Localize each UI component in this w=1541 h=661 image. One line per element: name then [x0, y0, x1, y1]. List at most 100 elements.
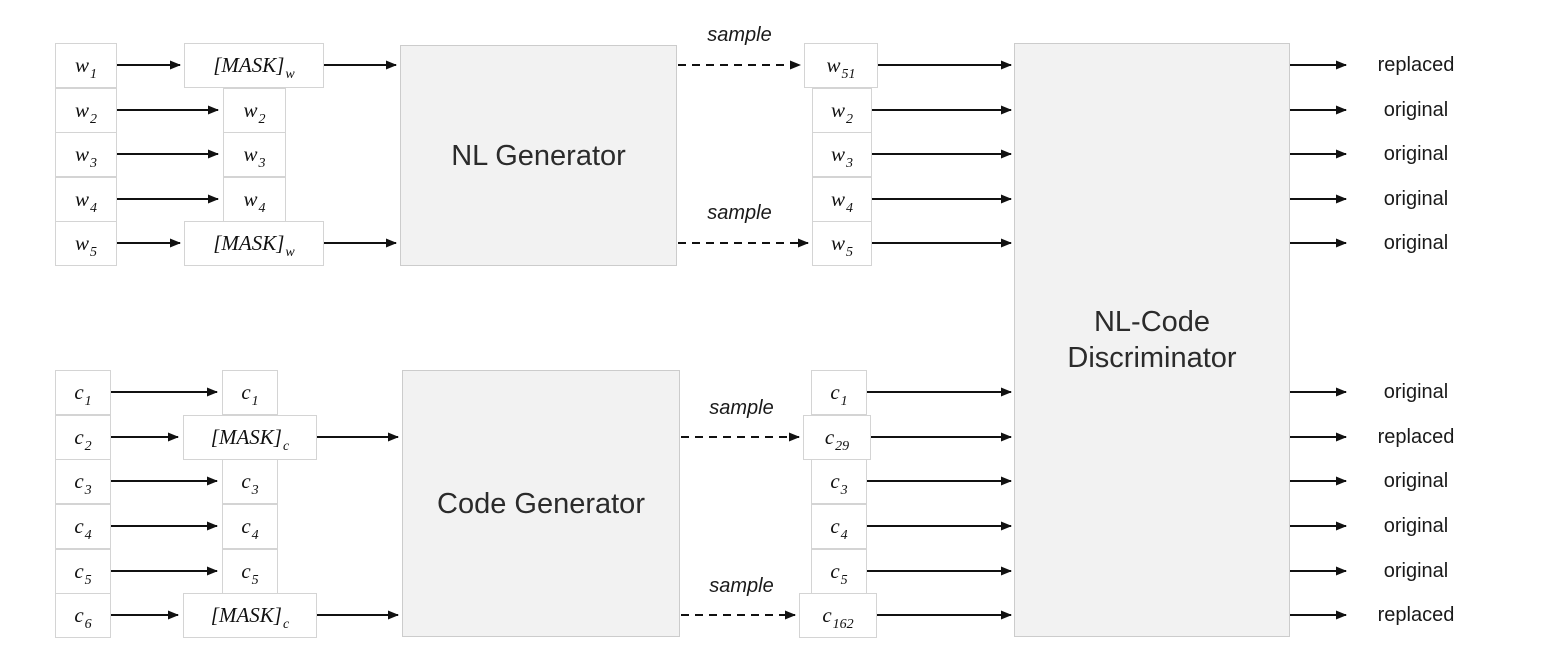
token-subscript: 4 — [90, 201, 97, 216]
token-label: w — [830, 187, 845, 211]
token-subscript: 3 — [840, 483, 848, 498]
token-subscript: 3 — [90, 156, 97, 171]
token-subscript: 4 — [258, 201, 266, 216]
token-label: c — [824, 425, 835, 449]
code-input-c1: c1 — [55, 370, 111, 415]
token-subscript: 2 — [90, 112, 97, 127]
token-subscript: 4 — [84, 528, 92, 543]
token-subscript: 2 — [84, 439, 92, 454]
nl-masked-mask1: [MASK]w — [184, 43, 324, 88]
code-sample-label-top: sample — [709, 397, 774, 419]
token-label: c — [74, 425, 84, 449]
code-sample-label-bottom: sample — [709, 575, 774, 597]
token-subscript: 162 — [832, 617, 854, 632]
code-masked-mask2: [MASK]c — [183, 593, 317, 638]
token-label: w — [74, 187, 89, 211]
token-label: w — [830, 98, 845, 122]
nl-generator-label: NL Generator — [451, 139, 626, 172]
nl-sampled-w2: w2 — [812, 88, 872, 133]
token-label: c — [74, 469, 84, 493]
code-sampled-c29: c29 — [803, 415, 871, 460]
token-subscript: 4 — [251, 528, 259, 543]
code-input-c6: c6 — [55, 593, 111, 638]
token-label: w — [830, 231, 845, 255]
code-sampled-c5: c5 — [811, 549, 867, 594]
token-label: w — [74, 231, 89, 255]
token-label: [MASK] — [213, 231, 285, 255]
token-subscript: 1 — [90, 67, 97, 82]
code-masked-c5: c5 — [222, 549, 278, 594]
nl-input-w1: w1 — [55, 43, 117, 88]
nl-input-w4: w4 — [55, 177, 117, 222]
token-subscript: 5 — [84, 573, 92, 588]
code-masked-c1: c1 — [222, 370, 278, 415]
code-sampled-c1: c1 — [811, 370, 867, 415]
code-output-6: replaced — [1377, 604, 1455, 626]
code-output-4: original — [1383, 515, 1449, 537]
token-subscript: 3 — [84, 483, 92, 498]
code-input-c4: c4 — [55, 504, 111, 549]
token-label: w — [826, 53, 841, 77]
token-label: w — [74, 98, 89, 122]
nl-output-1: replaced — [1377, 54, 1455, 76]
token-subscript: 29 — [835, 439, 850, 454]
token-subscript: 3 — [258, 156, 266, 171]
code-output-3: original — [1383, 470, 1449, 492]
token-label: c — [830, 514, 840, 538]
nl-sample-label-top: sample — [707, 24, 772, 46]
nl-masked-w2: w2 — [223, 88, 286, 133]
discriminator-label-line2: Discriminator — [1067, 342, 1237, 374]
token-subscript: 2 — [846, 112, 853, 127]
nl-sampled-w5: w5 — [812, 221, 872, 266]
code-input-c3: c3 — [55, 459, 111, 504]
token-subscript: 6 — [84, 617, 92, 632]
token-label: w — [243, 187, 258, 211]
code-sampled-c4: c4 — [811, 504, 867, 549]
token-label: c — [822, 603, 832, 627]
code-masked-c3: c3 — [222, 459, 278, 504]
nl-input-w3: w3 — [55, 132, 117, 177]
token-label: w — [830, 142, 845, 166]
code-output-5: original — [1383, 560, 1449, 582]
nl-sampled-w4: w4 — [812, 177, 872, 222]
nl-output-2: original — [1383, 99, 1449, 121]
discriminator-label-line1: NL-Code — [1093, 306, 1211, 338]
token-label: [MASK] — [210, 425, 282, 449]
nl-generator-box: NL Generator — [400, 45, 677, 266]
code-masked-c4: c4 — [222, 504, 278, 549]
token-label: c — [830, 380, 840, 404]
token-subscript: 5 — [90, 245, 97, 260]
token-subscript: 4 — [840, 528, 848, 543]
token-label: c — [74, 380, 84, 404]
discriminator-label: NL-Code Discriminator — [1067, 304, 1236, 376]
token-subscript: w — [285, 67, 295, 82]
code-generator-label: Code Generator — [437, 487, 645, 520]
token-label: w — [243, 98, 258, 122]
token-subscript: 1 — [251, 394, 259, 409]
token-label: w — [243, 142, 258, 166]
token-subscript: 3 — [846, 156, 853, 171]
token-subscript: c — [282, 617, 290, 632]
token-subscript: 1 — [840, 394, 848, 409]
token-label: [MASK] — [210, 603, 282, 627]
nl-output-3: original — [1383, 143, 1449, 165]
token-label: w — [74, 142, 89, 166]
nl-masked-w4: w4 — [223, 177, 286, 222]
nl-input-w5: w5 — [55, 221, 117, 266]
discriminator-box: NL-Code Discriminator — [1014, 43, 1290, 637]
nl-sampled-w3: w3 — [812, 132, 872, 177]
token-label: c — [241, 380, 251, 404]
nl-masked-w3: w3 — [223, 132, 286, 177]
token-label: c — [241, 469, 251, 493]
token-subscript: 4 — [846, 201, 853, 216]
code-output-2: replaced — [1377, 426, 1455, 448]
token-subscript: 51 — [841, 67, 856, 82]
code-masked-mask1: [MASK]c — [183, 415, 317, 460]
code-generator-box: Code Generator — [402, 370, 680, 637]
token-label: c — [830, 469, 840, 493]
nl-output-5: original — [1383, 232, 1449, 254]
token-label: c — [241, 514, 251, 538]
nl-output-4: original — [1383, 188, 1449, 210]
